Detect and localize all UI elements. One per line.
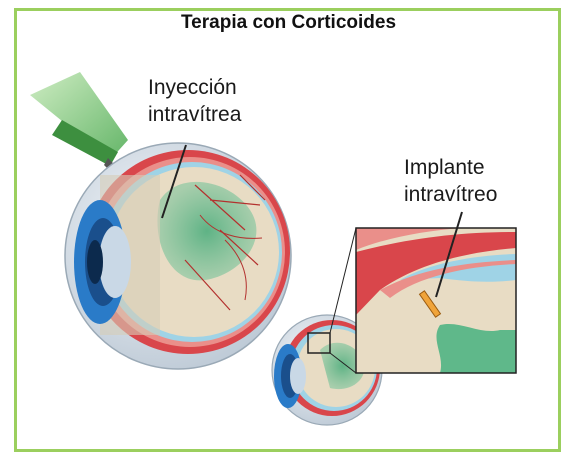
zoom-inset xyxy=(356,212,516,373)
eye-large xyxy=(65,143,291,369)
